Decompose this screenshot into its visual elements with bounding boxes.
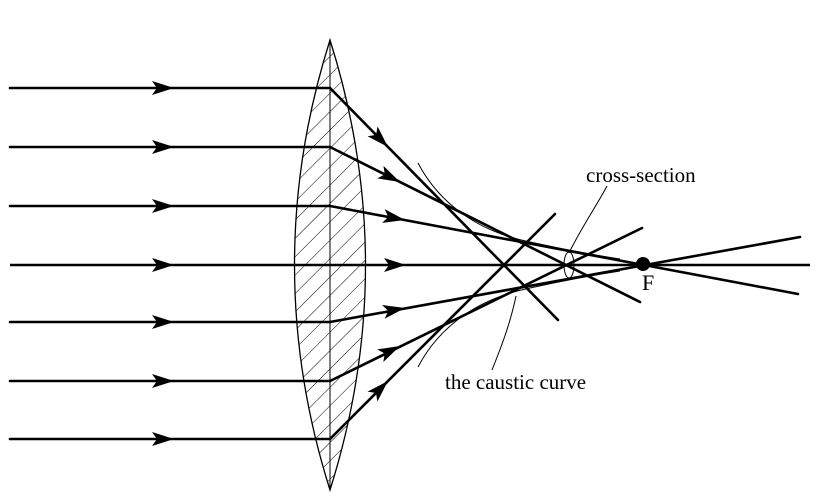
- caustic-leader: [491, 295, 517, 371]
- caustic-curves: [417, 162, 621, 368]
- focal-point-dot: [636, 257, 650, 271]
- arrowhead: [384, 258, 406, 272]
- incoming-rays: [8, 86, 332, 441]
- arrowhead: [367, 381, 388, 402]
- refracted-ray-7: [328, 212, 557, 441]
- arrowhead: [152, 199, 174, 213]
- arrowhead: [152, 140, 174, 154]
- refracted-ray-6: [328, 226, 644, 383]
- cross-section-marker: [563, 185, 608, 279]
- arrowhead: [367, 126, 388, 147]
- refracted-ray-3: [328, 204, 800, 296]
- cross-section-label: cross-section: [586, 163, 696, 187]
- arrowhead: [377, 165, 400, 182]
- arrowhead: [152, 81, 174, 95]
- caustic-upper: [417, 162, 621, 260]
- focus-label: F: [642, 270, 654, 295]
- arrowhead: [152, 258, 174, 272]
- arrowhead: [152, 374, 174, 388]
- arrowhead: [152, 315, 174, 329]
- refracted-arrowheads: [367, 126, 406, 402]
- arrowhead: [382, 305, 405, 319]
- refracted-ray-5: [328, 235, 802, 324]
- caustic-lower: [417, 270, 621, 368]
- arrowhead: [377, 346, 400, 362]
- arrowhead: [382, 209, 405, 223]
- caustic-curve-label: the caustic curve: [445, 370, 586, 394]
- incoming-arrowheads: [152, 81, 174, 446]
- cross-section-leader: [568, 185, 608, 254]
- arrowhead: [152, 432, 174, 446]
